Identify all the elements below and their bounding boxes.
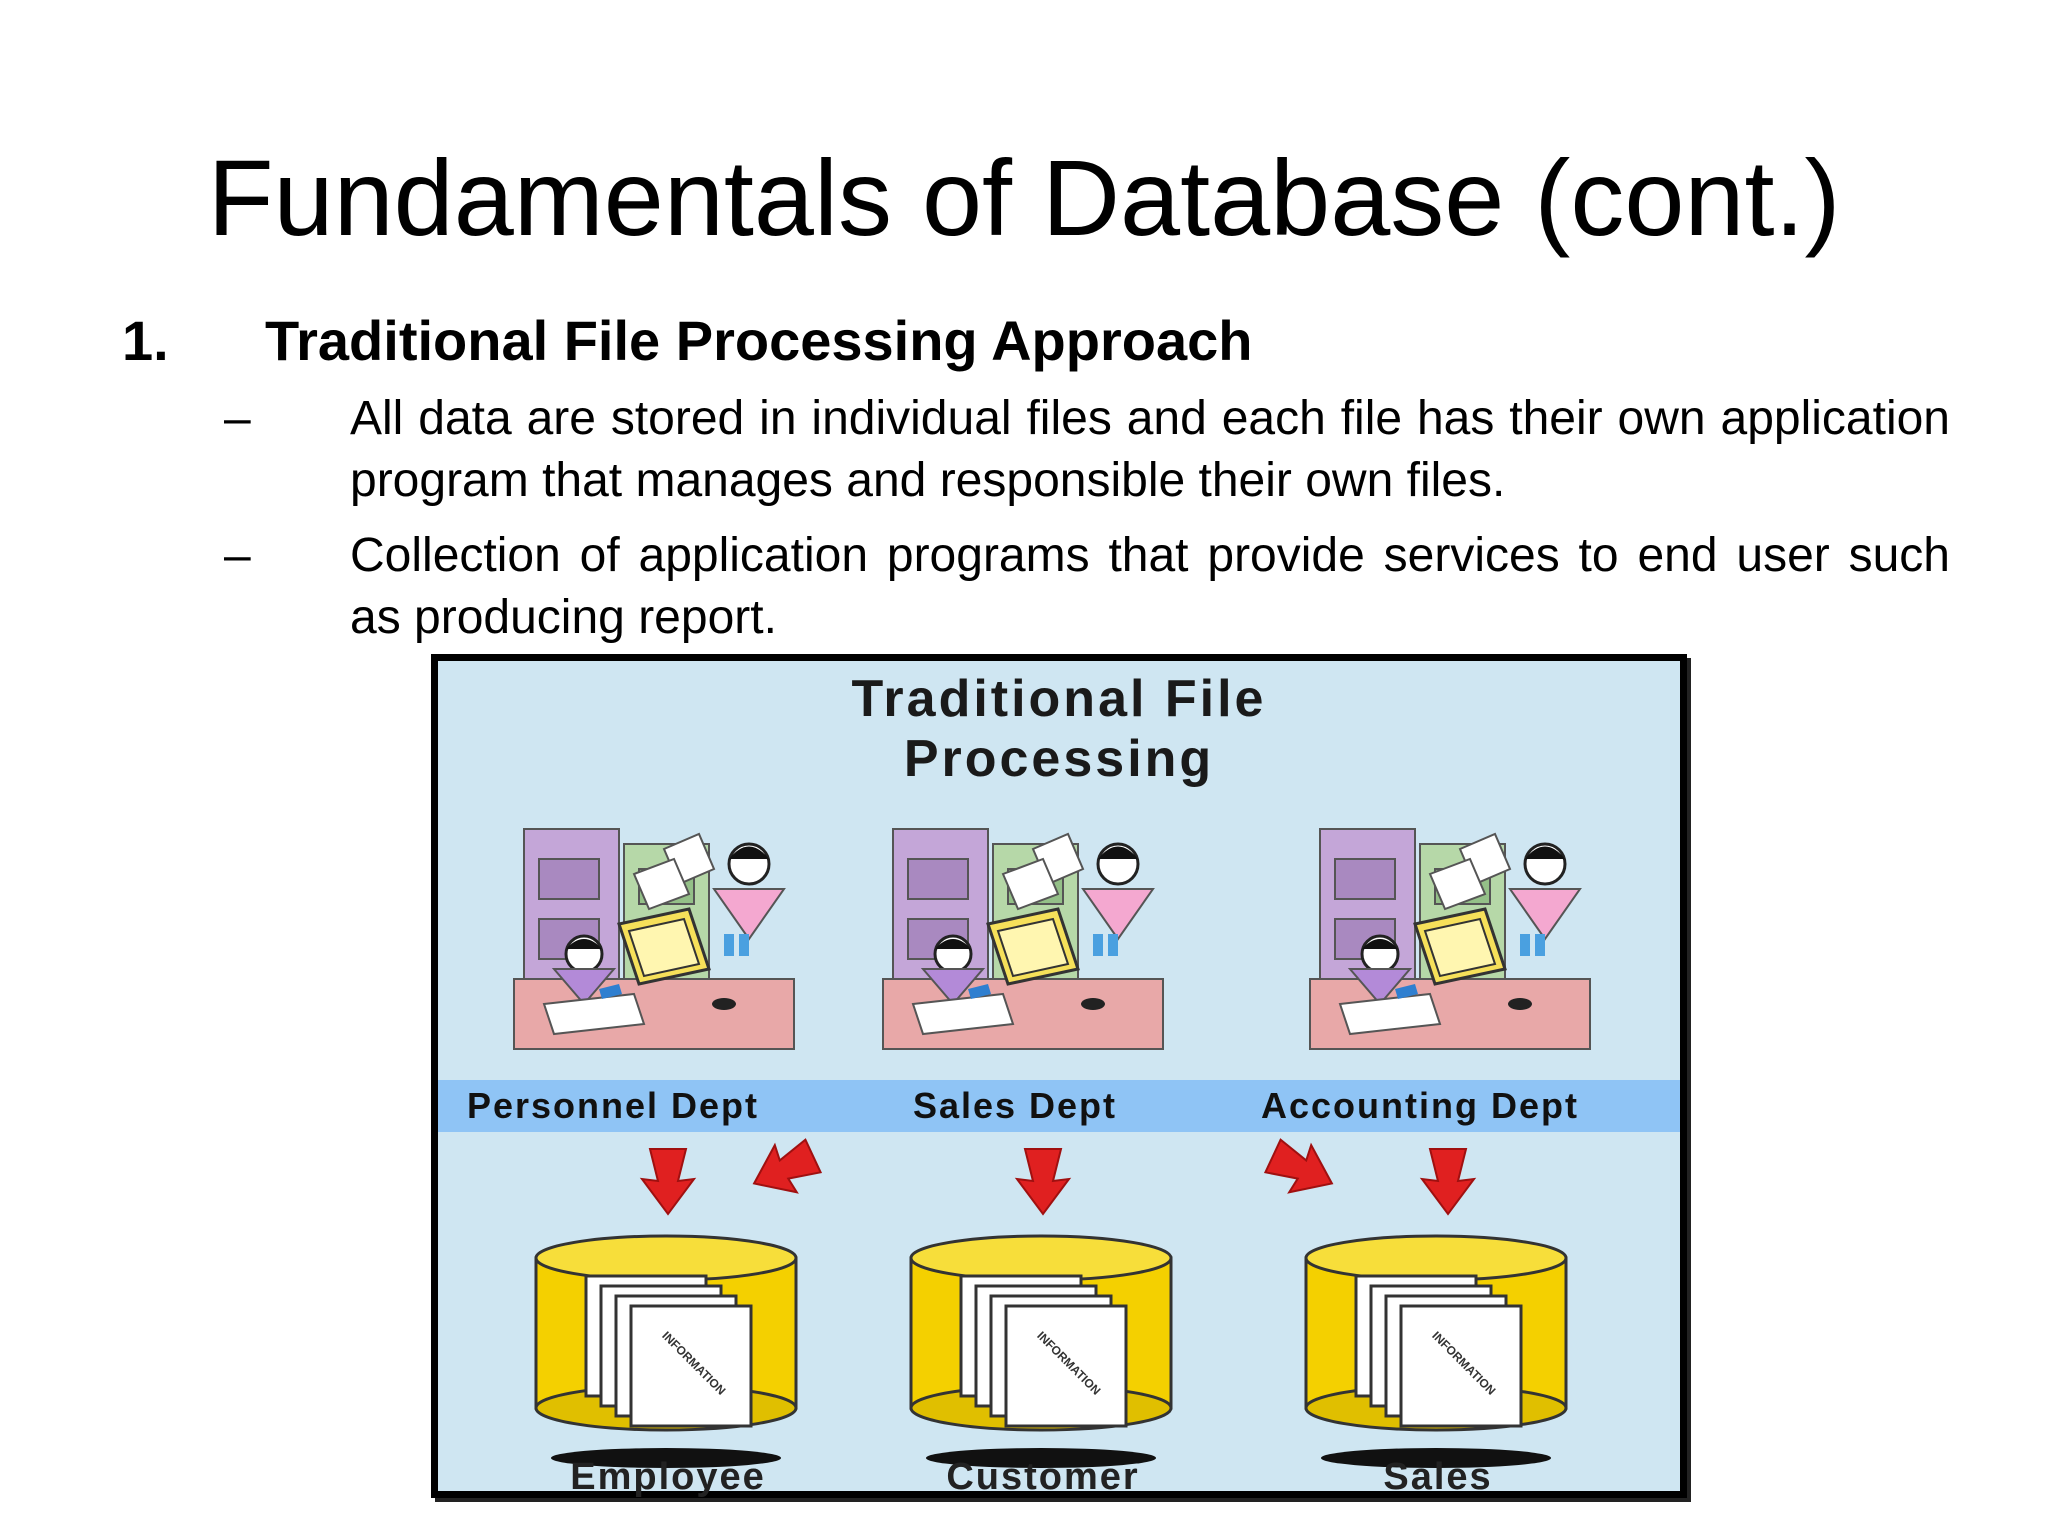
slide-title: Fundamentals of Database (cont.): [207, 137, 1841, 258]
section-title: Traditional File Processing Approach: [265, 309, 1253, 372]
customer-database-icon: [909, 1234, 1173, 1470]
accounting-office-illustration: [1308, 827, 1592, 1051]
dept-label-accounting: Accounting Dept: [1261, 1085, 1579, 1126]
sales-office-illustration: [881, 827, 1165, 1051]
arrow-sales-to-customer: [1016, 1148, 1070, 1215]
sales-database-icon: [1304, 1234, 1568, 1470]
store-label-employee: Employee: [570, 1456, 766, 1498]
arrow-sales-to-employee: [742, 1131, 825, 1209]
figure-title-line2: Processing: [903, 730, 1215, 788]
figure-title-line1: Traditional File: [851, 670, 1267, 728]
bullet-dash: –: [224, 392, 251, 445]
bullet-text: All data are stored in individual files …: [350, 392, 1950, 507]
figure-title: Traditional File Processing: [438, 669, 1680, 789]
dept-label-sales: Sales Dept: [912, 1085, 1118, 1126]
arrow-personnel-to-employee: [641, 1148, 695, 1215]
personnel-office-illustration: [512, 827, 796, 1051]
figure-illustration: INFORMATION: [512, 827, 1592, 1470]
arrow-sales-to-sales-store: [1261, 1131, 1344, 1209]
bullet-text: Collection of application programs that …: [350, 529, 1950, 644]
store-label-customer: Customer: [946, 1456, 1140, 1498]
arrow-accounting-to-sales: [1421, 1148, 1475, 1215]
department-band: Personnel Dept Sales Dept Accounting Dep…: [438, 1080, 1680, 1132]
section-number: 1.: [122, 309, 169, 372]
dept-label-personnel: Personnel Dept: [466, 1085, 760, 1126]
employee-database-icon: [534, 1234, 798, 1470]
file-processing-figure: Traditional File Processing: [431, 654, 1687, 1498]
store-label-sales: Sales: [1383, 1456, 1493, 1498]
bullet-dash: –: [224, 529, 251, 582]
